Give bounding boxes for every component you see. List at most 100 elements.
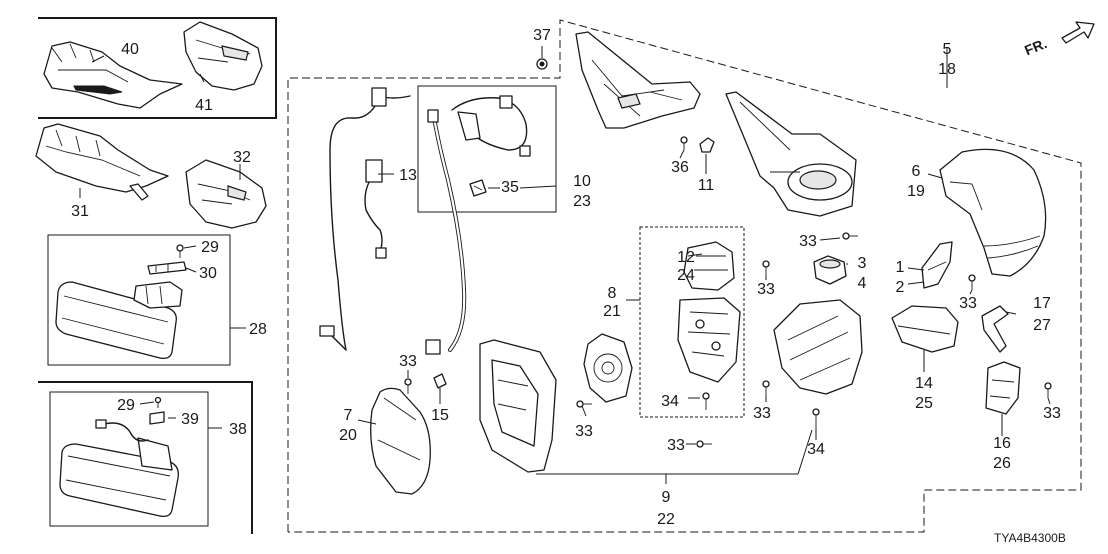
frame-10-23	[417, 85, 557, 213]
callout-29-a: 29	[201, 239, 219, 256]
callout-1: 1	[896, 259, 905, 276]
part-28-inside-mirror	[55, 281, 183, 360]
callout-37: 37	[533, 27, 551, 44]
part-14-lower-cover	[891, 305, 959, 353]
direction-label: FR.	[1022, 35, 1049, 58]
frame-38-inner	[49, 391, 209, 527]
frame-8-21	[639, 226, 745, 418]
part-30-clip	[147, 261, 187, 275]
part-12-unit	[683, 241, 735, 291]
part-39-clip	[149, 411, 165, 425]
callout-27: 27	[1033, 317, 1051, 334]
part-31-cover	[35, 123, 169, 201]
screw-33-h	[1044, 382, 1052, 398]
part-9-base-cover	[479, 339, 557, 473]
part-41-cover	[183, 21, 263, 91]
part-housing-main	[773, 299, 863, 395]
callout-26: 26	[993, 455, 1011, 472]
part-34-screw-a	[702, 392, 710, 410]
frame-38	[38, 381, 253, 534]
callout-33-b: 33	[757, 281, 775, 298]
front-direction-arrow: FR.	[1022, 21, 1095, 58]
part-16-garnish	[985, 361, 1021, 415]
part-10-harness	[425, 95, 531, 355]
part-3-actuator	[813, 255, 847, 285]
part-35-grommet	[469, 179, 487, 197]
part-7-mirror-glass	[370, 387, 431, 495]
callout-28: 28	[249, 321, 267, 338]
callout-41: 41	[195, 97, 213, 114]
part-13-harness	[319, 87, 411, 351]
part-5-mirror-assy	[725, 91, 857, 217]
callout-32: 32	[233, 149, 251, 166]
screw-33-f	[762, 380, 770, 396]
callout-11: 11	[698, 177, 715, 194]
callout-33-g: 33	[667, 437, 685, 454]
callout-3: 3	[858, 255, 867, 272]
frame-28	[47, 234, 231, 366]
part-37-nut	[536, 58, 548, 70]
callout-16: 16	[993, 435, 1011, 452]
callout-14: 14	[915, 375, 933, 392]
leader-lines	[79, 46, 1051, 484]
screw-33-a	[842, 232, 858, 240]
callout-20: 20	[339, 427, 357, 444]
callout-31: 31	[71, 203, 89, 220]
screw-33-b	[762, 260, 770, 276]
callout-19: 19	[907, 183, 925, 200]
screw-33-c	[968, 274, 976, 290]
part-32-cover	[185, 159, 267, 229]
frame-40-41	[38, 17, 277, 119]
callout-17: 17	[1033, 295, 1051, 312]
part-29-screw-a	[176, 244, 184, 258]
callout-22: 22	[657, 511, 675, 528]
part-17-trim	[981, 305, 1009, 353]
callout-33-d: 33	[399, 353, 417, 370]
callout-8: 8	[608, 285, 617, 302]
callout-9: 9	[662, 489, 671, 506]
frame-main-assembly	[287, 19, 1082, 533]
callout-5: 5	[943, 41, 952, 58]
callout-23: 23	[573, 193, 591, 210]
callout-33-a: 33	[799, 233, 817, 250]
callout-13: 13	[399, 167, 417, 184]
callout-6: 6	[912, 163, 921, 180]
part-8-actuator	[677, 297, 741, 383]
part-40-cover	[43, 41, 183, 109]
callout-29-b: 29	[117, 397, 135, 414]
frames	[38, 17, 1082, 534]
callout-34-a: 34	[661, 393, 679, 410]
callout-39: 39	[181, 411, 199, 428]
callout-15: 15	[431, 407, 449, 424]
diagram-code: TYA4B4300B	[994, 531, 1066, 545]
callout-33-c: 33	[959, 295, 977, 312]
part-34-screw-b	[812, 408, 820, 428]
part-6-skull-cap	[939, 148, 1047, 277]
callout-4: 4	[858, 275, 867, 292]
part-1-turn-signal	[921, 241, 953, 289]
part-33-screws	[404, 232, 1052, 448]
callout-33-e: 33	[575, 423, 593, 440]
callout-12: 12	[677, 249, 695, 266]
callout-33-f: 33	[753, 405, 771, 422]
callout-33-h: 33	[1043, 405, 1061, 422]
callout-18: 18	[938, 61, 956, 78]
callout-10: 10	[573, 173, 591, 190]
callout-30: 30	[199, 265, 217, 282]
callout-2: 2	[896, 279, 905, 296]
screw-33-g	[696, 440, 712, 448]
screw-33-d	[404, 378, 412, 394]
callout-38: 38	[229, 421, 247, 438]
callout-7: 7	[344, 407, 353, 424]
part-11-seal	[699, 137, 715, 153]
callout-21: 21	[603, 303, 621, 320]
callout-36: 36	[671, 159, 689, 176]
callout-25: 25	[915, 395, 933, 412]
callout-24: 24	[677, 267, 695, 284]
part-29-screw-b	[154, 396, 162, 408]
part-15-clip	[433, 373, 447, 389]
callout-labels: 40 41 31 32 29 30 28 29 39 38 13 35 10 2…	[71, 27, 1061, 528]
part-power-unit	[583, 333, 633, 403]
callout-40: 40	[121, 41, 139, 58]
